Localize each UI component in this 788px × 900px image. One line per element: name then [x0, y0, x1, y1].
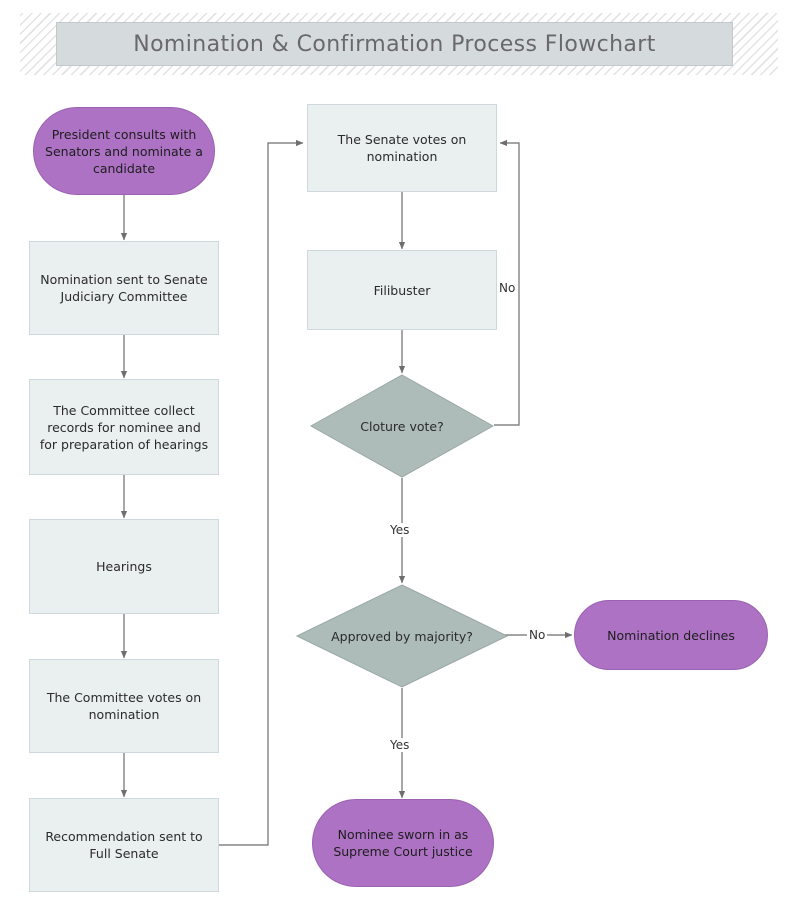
node-nomination-sent-judiciary[interactable]: Nomination sent to Senate Judiciary Comm…: [29, 241, 219, 335]
title-container: Nomination & Confirmation Process Flowch…: [56, 22, 733, 66]
node-recommendation-full-senate[interactable]: Recommendation sent to Full Senate: [29, 798, 219, 892]
node-nomination-declines[interactable]: Nomination declines: [574, 600, 768, 670]
edge-label-majority-yes: Yes: [388, 738, 412, 752]
edge-recommendation-to-senatevotes: [219, 139, 304, 846]
node-nominee-sworn-in[interactable]: Nominee sworn in as Supreme Court justic…: [312, 799, 494, 887]
node-hearings[interactable]: Hearings: [29, 519, 219, 614]
node-start-president-consults[interactable]: President consults with Senators and nom…: [33, 107, 215, 195]
edge-label-cloture-no: No: [497, 281, 518, 295]
edge-label-cloture-yes: Yes: [388, 523, 412, 537]
node-filibuster[interactable]: Filibuster: [307, 250, 497, 330]
page-title: Nomination & Confirmation Process Flowch…: [133, 31, 656, 57]
node-cloture-vote-label: Cloture vote?: [360, 418, 444, 434]
node-committee-collect-records[interactable]: The Committee collect records for nomine…: [29, 379, 219, 475]
edge-label-majority-no: No: [527, 628, 548, 642]
node-senate-votes[interactable]: The Senate votes on nomination: [307, 104, 497, 192]
node-approved-majority-label: Approved by majority?: [331, 628, 473, 644]
node-committee-votes[interactable]: The Committee votes on nomination: [29, 659, 219, 753]
node-cloture-vote-decision[interactable]: Cloture vote?: [310, 374, 494, 478]
node-approved-majority-decision[interactable]: Approved by majority?: [296, 584, 508, 688]
